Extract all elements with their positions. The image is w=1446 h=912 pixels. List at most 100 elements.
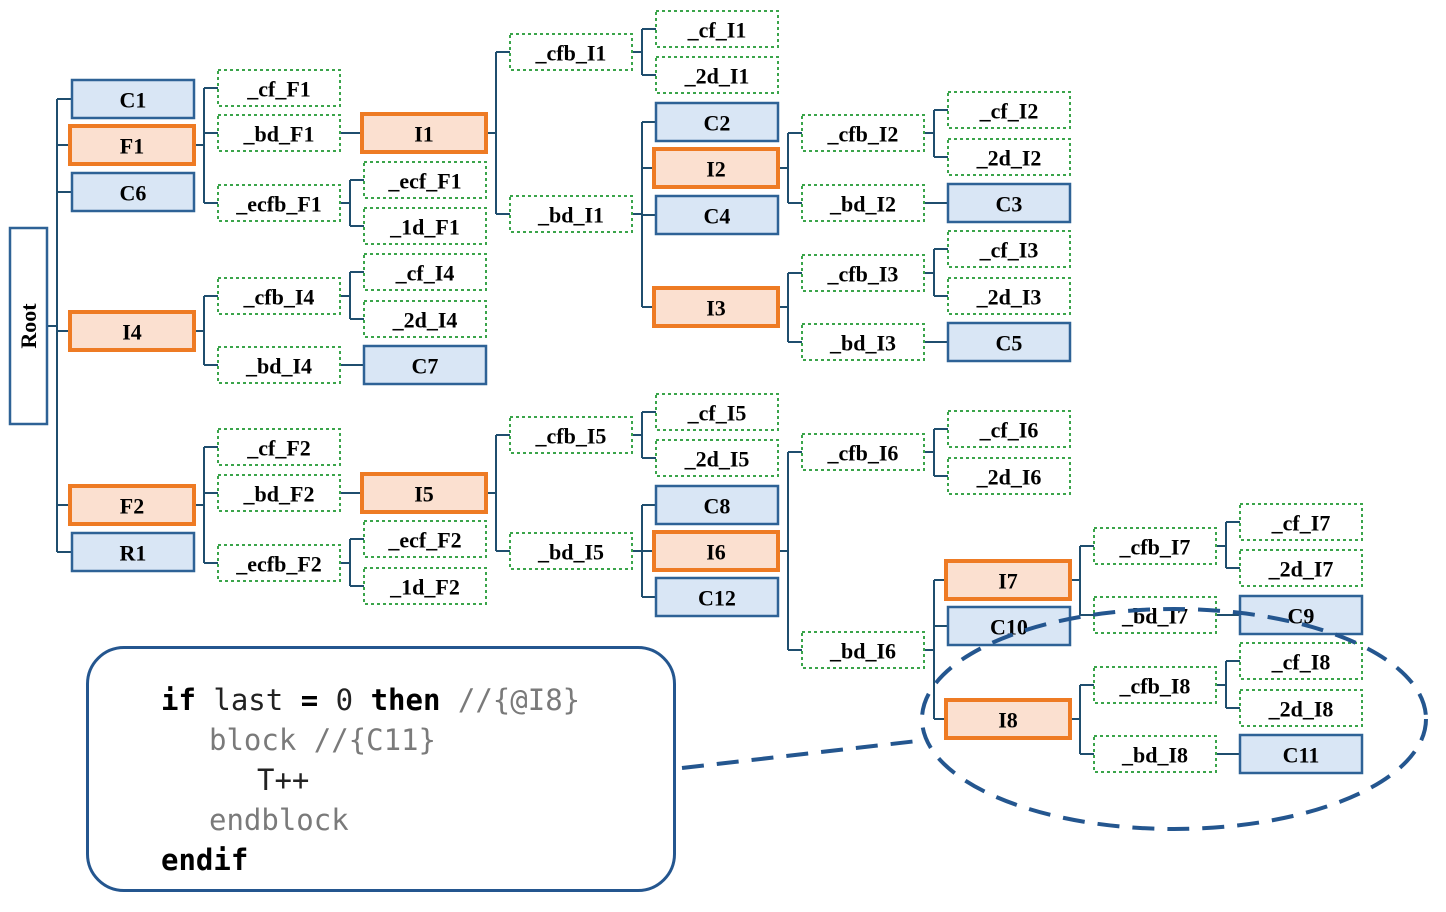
- node-1d_F1-label: _1d_F1: [389, 215, 460, 240]
- node-2d_I6-label: _2d_I6: [976, 465, 1042, 490]
- node-1d_F1-box: [363, 207, 487, 245]
- node-2d_I8-label: _2d_I8: [1268, 697, 1334, 722]
- node-I8-box: [944, 698, 1072, 740]
- node-2d_I5-box: [655, 439, 779, 477]
- node-ecf_F1-label: _ecf_F1: [387, 169, 461, 194]
- node-I7-label: I7: [998, 569, 1018, 594]
- node-bd_I8-box: [1093, 735, 1217, 773]
- node-2d_I7-label: _2d_I7: [1268, 557, 1334, 582]
- edge-cfb_I2: [924, 109, 948, 158]
- node-ecfb_F2-label: _ecfb_F2: [235, 552, 322, 577]
- node-F1-box: [68, 124, 196, 166]
- node-cfb_I1-box: [509, 33, 633, 71]
- node-C10-box: [946, 605, 1072, 647]
- node-cf_I6-box: [947, 410, 1071, 448]
- code-variable: last: [213, 683, 284, 717]
- node-bd_I5-box: [509, 532, 633, 570]
- code-callout-box: if last = 0 then //{@I8} block //{C11} T…: [86, 646, 676, 892]
- callout-leader-line: [681, 738, 927, 770]
- node-F2-label: F2: [120, 494, 144, 519]
- node-C12-box: [654, 576, 780, 618]
- edge-I1: [486, 51, 510, 215]
- node-bd_I1-box: [509, 195, 633, 233]
- node-C11-box: [1238, 733, 1364, 775]
- node-1d_F2-box: [363, 567, 487, 605]
- node-I5-label: I5: [414, 482, 434, 507]
- edge-I4: [194, 295, 218, 366]
- node-cfb_I2-label: _cfb_I2: [827, 122, 899, 147]
- node-2d_I8-box: [1239, 689, 1363, 727]
- node-C4-box: [654, 194, 780, 236]
- node-layer: RootC1F1C6I4F2R1_cf_F1_bd_F1_ecfb_F1_cfb…: [8, 10, 1364, 775]
- node-ecf_F2-box: [363, 520, 487, 558]
- edge-I5: [486, 434, 510, 552]
- code-line-block: block //{C11}: [209, 723, 436, 757]
- node-bd_F2-box: [217, 474, 341, 512]
- node-cf_I5-box: [655, 393, 779, 431]
- node-I8-label: I8: [998, 708, 1018, 733]
- node-2d_I7-box: [1239, 549, 1363, 587]
- node-R1-label: R1: [120, 541, 147, 566]
- node-cfb_I2-box: [801, 114, 925, 152]
- node-root-box: [8, 226, 49, 426]
- node-ecfb_F1-label: _ecfb_F1: [235, 192, 322, 217]
- node-I1-label: I1: [414, 122, 434, 147]
- node-cf_F1-label: _cf_F1: [246, 77, 311, 102]
- node-I4-label: I4: [122, 320, 142, 345]
- edge-bd_I5: [632, 504, 656, 598]
- node-cf_I4-box: [363, 253, 487, 291]
- edge-I8: [1070, 684, 1094, 755]
- node-C3-label: C3: [996, 192, 1023, 217]
- node-C2-label: C2: [704, 111, 731, 136]
- node-ecf_F1-box: [363, 161, 487, 199]
- node-cfb_I6-box: [801, 433, 925, 471]
- node-2d_I4-box: [363, 300, 487, 338]
- node-I6-label: I6: [706, 540, 726, 565]
- node-C8-box: [654, 484, 780, 526]
- node-bd_I3-box: [801, 323, 925, 361]
- node-2d_I2-label: _2d_I2: [976, 146, 1042, 171]
- node-I2-label: I2: [706, 157, 726, 182]
- edge-I7: [1070, 545, 1094, 616]
- node-bd_I5-label: _bd_I5: [537, 540, 604, 565]
- node-C6-label: C6: [120, 181, 147, 206]
- node-bd_I7-box: [1093, 596, 1217, 634]
- node-bd_I2-label: _bd_I2: [829, 192, 896, 217]
- node-cf_I4-label: _cf_I4: [395, 261, 455, 286]
- node-I3-box: [652, 286, 780, 328]
- node-C1-box: [70, 78, 196, 120]
- edge-layer: [47, 28, 1240, 755]
- node-cf_F1-box: [217, 69, 341, 107]
- edge-bd_I6: [924, 579, 948, 720]
- node-2d_I1-label: _2d_I1: [684, 64, 750, 89]
- code-comment-i8: //{@I8}: [457, 683, 581, 717]
- node-C5-label: C5: [996, 331, 1023, 356]
- node-I7-box: [944, 559, 1072, 601]
- node-C2-box: [654, 101, 780, 143]
- node-cf_I1-label: _cf_I1: [687, 18, 747, 43]
- code-line-endif: endif: [161, 843, 249, 877]
- node-C12-label: C12: [698, 586, 736, 611]
- code-line-if: if last = 0 then //{@I8}: [161, 683, 580, 717]
- node-ecfb_F2-box: [217, 544, 341, 582]
- node-bd_I2-box: [801, 184, 925, 222]
- node-cfb_I8-label: _cfb_I8: [1119, 674, 1191, 699]
- node-bd_F1-label: _bd_F1: [243, 122, 315, 147]
- node-cf_I7-label: _cf_I7: [1271, 511, 1331, 536]
- node-bd_F1-box: [217, 114, 341, 152]
- node-I6-box: [652, 530, 780, 572]
- node-F1-label: F1: [120, 134, 144, 159]
- node-C3-box: [946, 182, 1072, 224]
- edge-bd_I1: [632, 121, 656, 308]
- edge-I6: [778, 451, 802, 651]
- edge-I2: [778, 132, 802, 204]
- edge-I3: [778, 272, 802, 343]
- code-number: 0: [335, 683, 354, 717]
- node-1d_F2-label: _1d_F2: [389, 575, 460, 600]
- node-cf_I3-box: [947, 230, 1071, 268]
- edge-cfb_I6: [924, 428, 948, 477]
- node-cf_I5-label: _cf_I5: [687, 401, 747, 426]
- node-I4-box: [68, 310, 196, 352]
- node-bd_I4-box: [217, 346, 341, 384]
